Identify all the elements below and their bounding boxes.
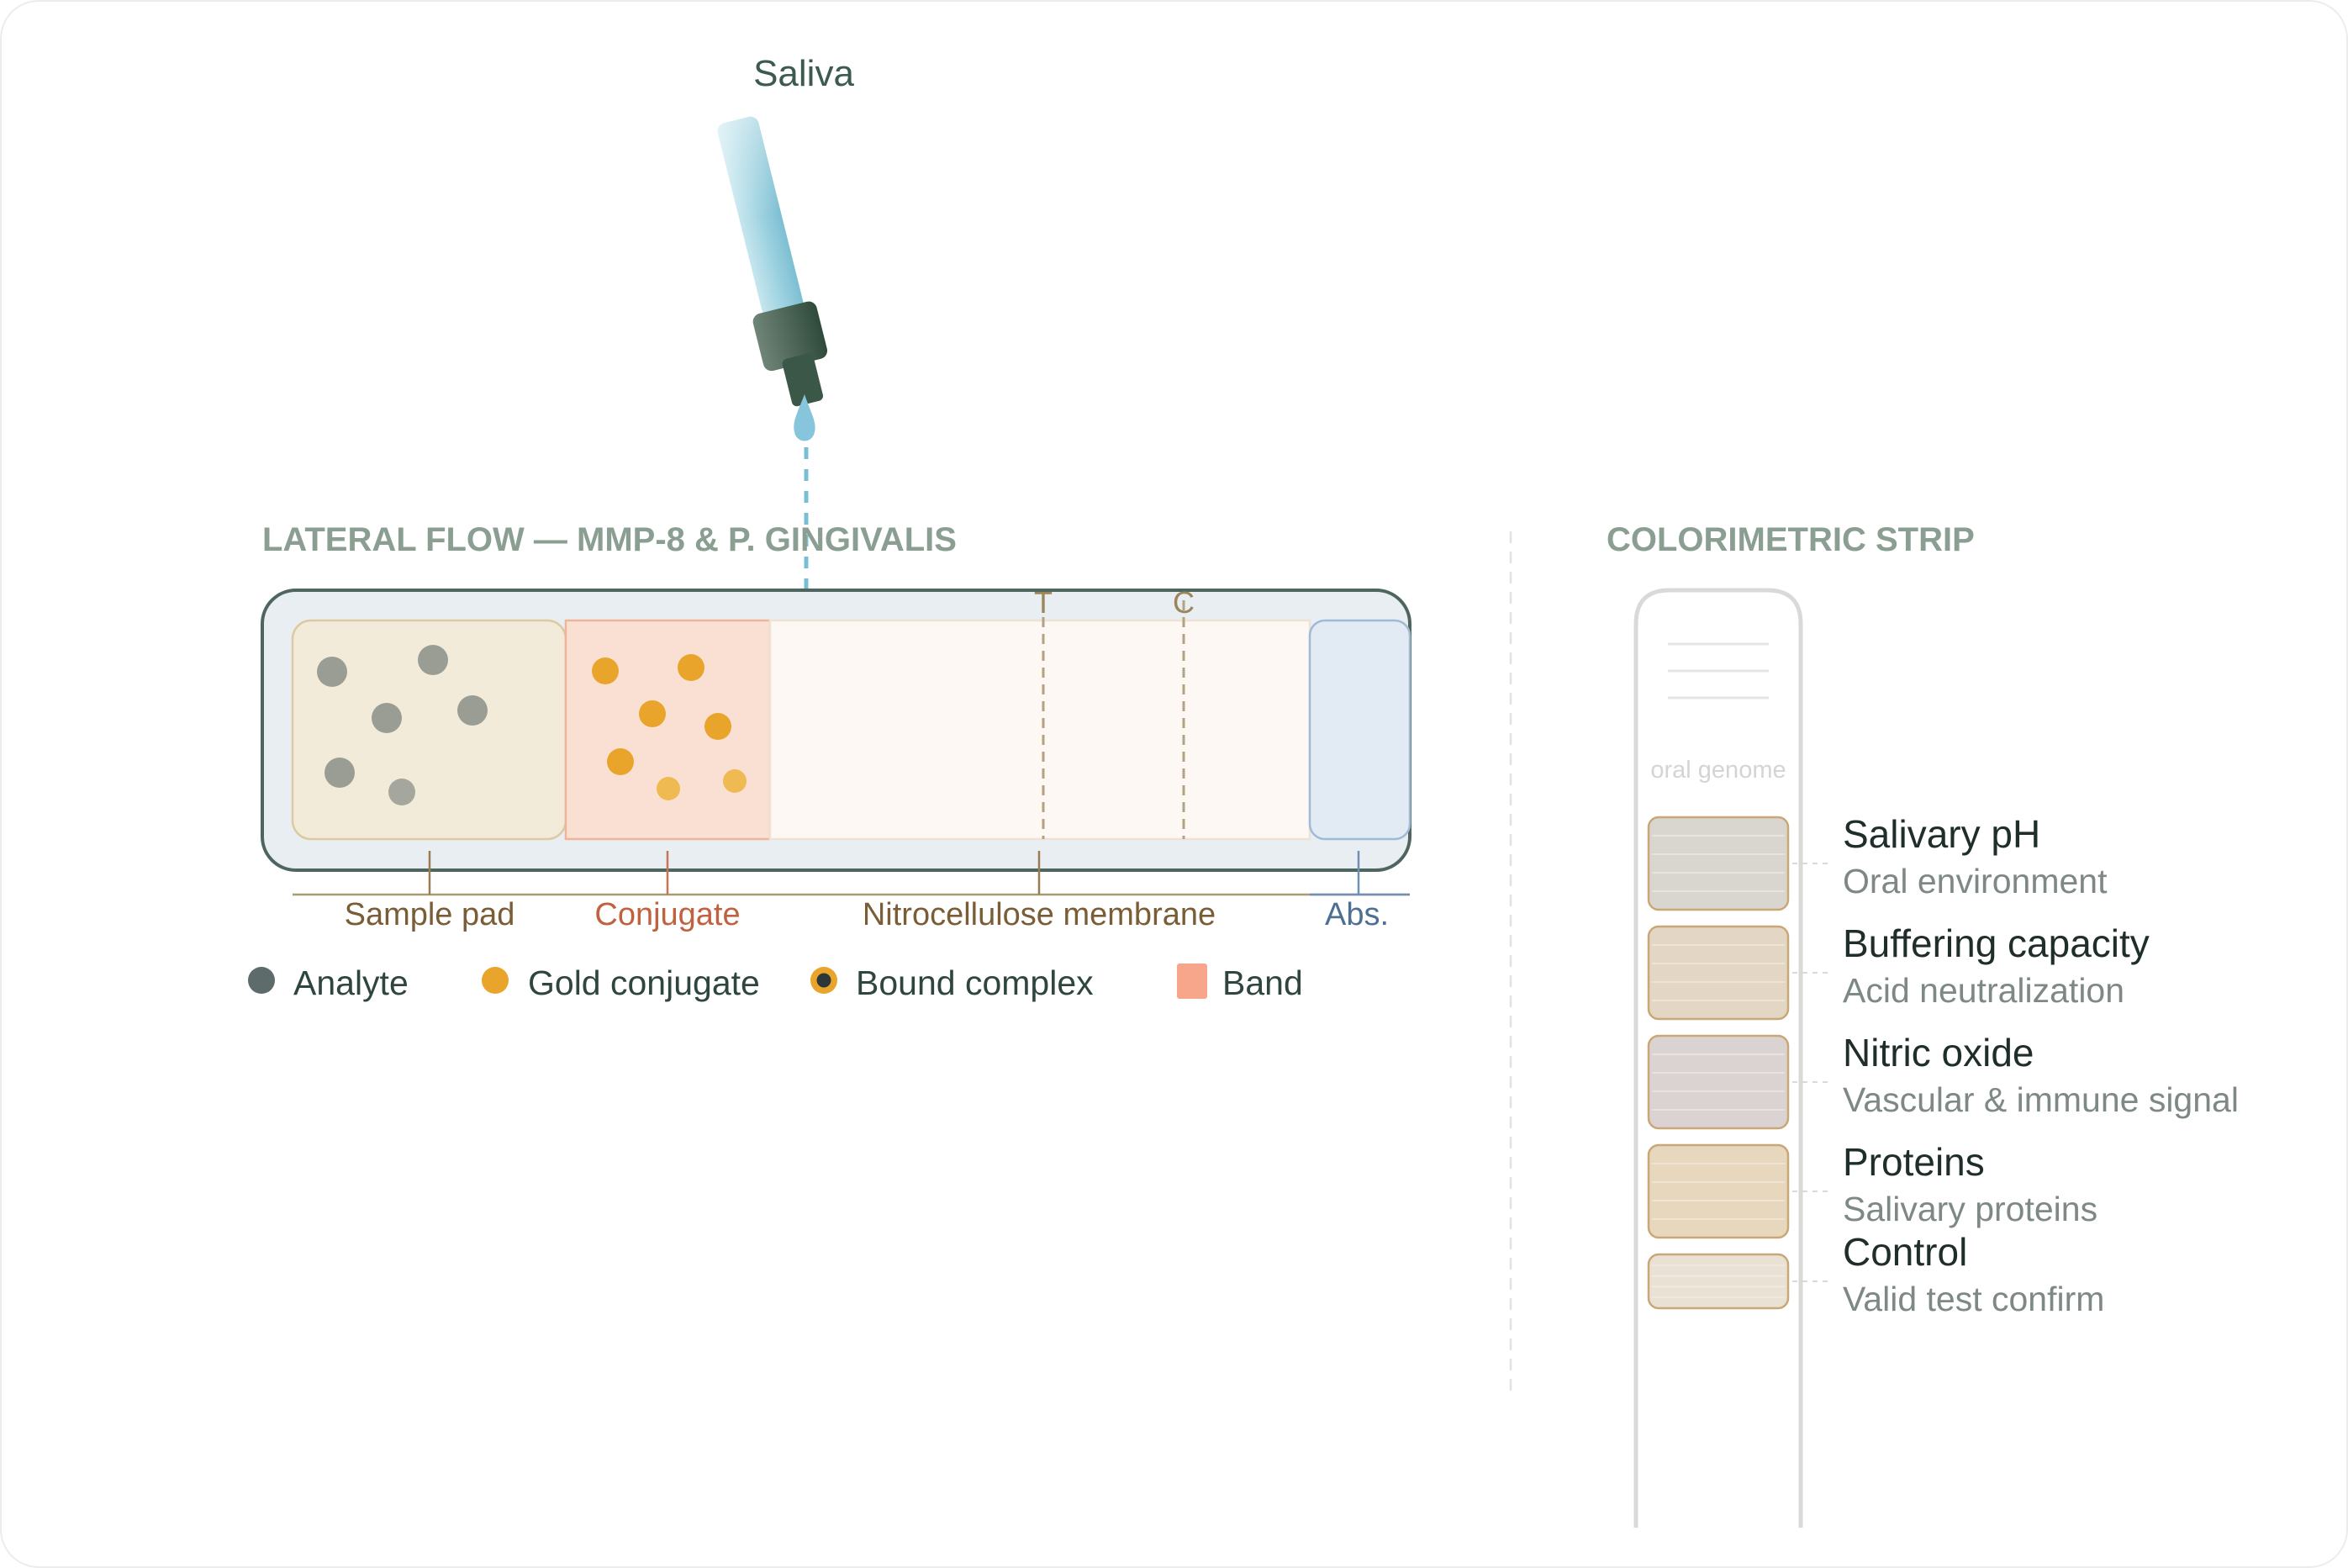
- pad-name: Proteins: [1843, 1140, 1985, 1184]
- conjugate-pad: [564, 619, 772, 841]
- dropper: Saliva: [717, 53, 854, 590]
- gold-particle: [678, 654, 704, 681]
- analyte-particle: [418, 645, 448, 675]
- strip-brand-text: oral genome: [1650, 757, 1786, 784]
- dropper-tip: [782, 353, 824, 407]
- analyte-particle: [457, 695, 488, 726]
- lateral-flow-section: LATERAL FLOW — MMP-8 & P. GINGIVALIS T C: [248, 521, 1411, 1002]
- strip-pads: [1647, 816, 1833, 1310]
- zone-label-sample-pad: Sample pad: [345, 897, 515, 932]
- control-line-label: C: [1173, 585, 1195, 620]
- gold-particle: [657, 777, 680, 800]
- gold-particle: [607, 748, 634, 775]
- strip-pad: [1647, 1143, 1790, 1239]
- legend-gold-label: Gold conjugate: [528, 964, 760, 1002]
- nitrocellulose-membrane: [768, 619, 1311, 841]
- pad-desc: Vascular & immune signal: [1843, 1080, 2239, 1119]
- legend-gold-swatch: [482, 967, 509, 994]
- pad-desc: Salivary proteins: [1843, 1190, 2097, 1228]
- gold-particle: [704, 713, 731, 740]
- legend-band-label: Band: [1222, 964, 1303, 1002]
- zone-label-absorbent: Abs.: [1325, 897, 1389, 932]
- saliva-drop: [794, 394, 815, 441]
- analyte-particle: [372, 703, 402, 733]
- gold-particle: [639, 700, 666, 727]
- legend-analyte-swatch: [248, 967, 275, 994]
- zone-label-conjugate: Conjugate: [594, 897, 740, 932]
- zone-label-membrane: Nitrocellulose membrane: [863, 897, 1216, 932]
- colorimetric-title: COLORIMETRIC STRIP: [1607, 521, 1975, 558]
- analyte-particle: [317, 657, 347, 687]
- strip-pad: [1647, 816, 1790, 911]
- analyte-particle: [324, 758, 355, 788]
- legend-band-swatch: [1177, 964, 1207, 999]
- pad-name: Buffering capacity: [1843, 921, 2150, 965]
- pad-name: Salivary pH: [1843, 812, 2040, 856]
- strip-pad: [1647, 925, 1790, 1021]
- pad-labels: Salivary pH Oral environment Buffering c…: [1843, 812, 2239, 1318]
- pad-name: Control: [1843, 1230, 1967, 1274]
- legend: Analyte Gold conjugate Bound complex Ban…: [248, 964, 1303, 1002]
- saliva-label: Saliva: [753, 53, 854, 94]
- gold-particles: [592, 654, 747, 800]
- pad-desc: Oral environment: [1843, 862, 2108, 900]
- analyte-particle: [388, 779, 415, 805]
- gold-particle: [592, 657, 619, 684]
- legend-bound-label: Bound complex: [856, 964, 1094, 1002]
- strip-pad: [1647, 1253, 1790, 1310]
- test-line-label: T: [1034, 585, 1053, 620]
- legend-analyte-label: Analyte: [293, 964, 409, 1002]
- gold-particle: [723, 769, 747, 793]
- lateral-flow-title: LATERAL FLOW — MMP-8 & P. GINGIVALIS: [262, 521, 957, 558]
- pad-desc: Valid test confirm: [1843, 1280, 2104, 1318]
- pad-desc: Acid neutralization: [1843, 971, 2124, 1010]
- strip-pad: [1647, 1034, 1790, 1130]
- absorbent-pad: [1308, 619, 1411, 841]
- colorimetric-section: COLORIMETRIC STRIP oral genome Salivary …: [1607, 521, 2239, 1528]
- dropper-body: [717, 116, 828, 407]
- analyte-particles: [317, 645, 488, 805]
- pad-name: Nitric oxide: [1843, 1031, 2034, 1074]
